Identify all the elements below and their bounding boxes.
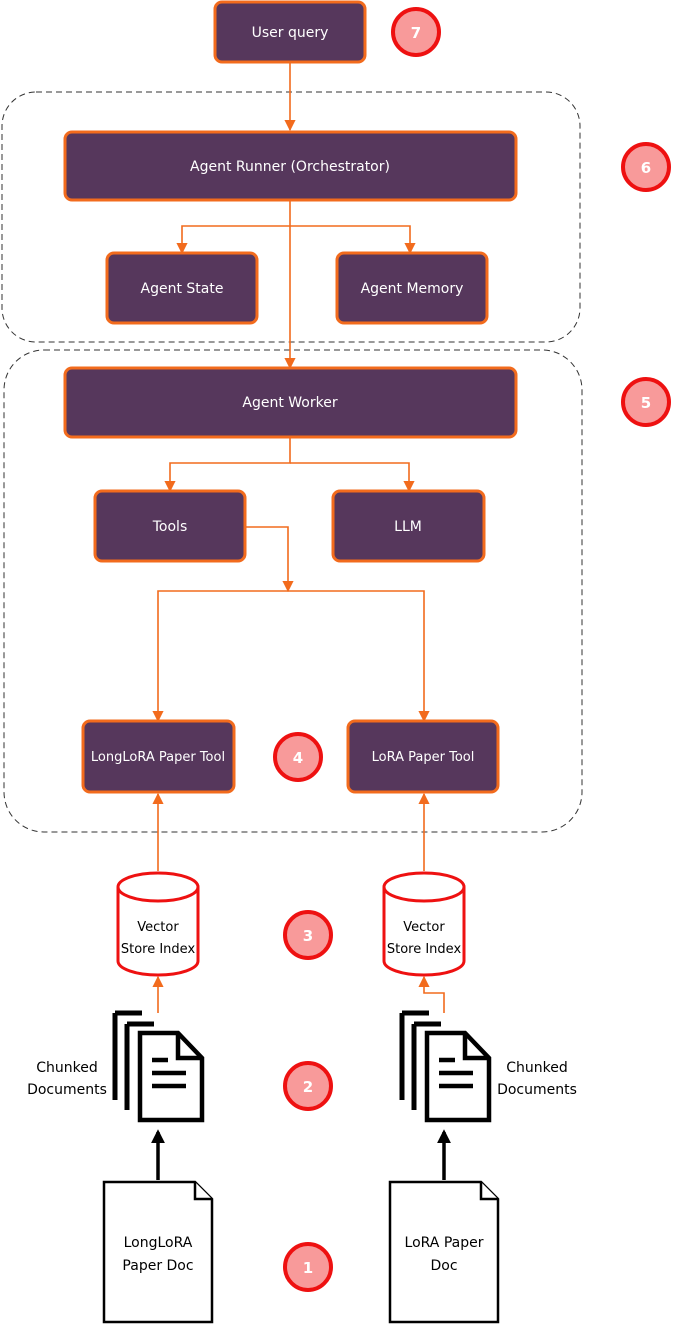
edges <box>152 62 445 1013</box>
node-agent-worker-label: Agent Worker <box>242 395 337 411</box>
step-badge-7: 7 <box>391 7 441 57</box>
chunked-documents-left-line-1: Chunked <box>36 1060 98 1076</box>
step-badge-4-label: 4 <box>293 749 303 767</box>
step-badge-5-label: 5 <box>641 394 651 412</box>
node-agent-runner-label: Agent Runner (Orchestrator) <box>190 159 390 175</box>
node-longlora-paper-tool: LongLoRA Paper Tool <box>81 719 236 794</box>
step-badge-4: 4 <box>273 732 323 782</box>
chunked-documents-right-icon <box>399 1010 492 1123</box>
node-lora-paper-tool: LoRA Paper Tool <box>346 719 500 794</box>
worker-group <box>3 349 583 833</box>
node-agent-memory: Agent Memory <box>335 251 489 325</box>
node-agent-runner: Agent Runner (Orchestrator) <box>63 130 518 202</box>
chunked-documents-right-line-1: Chunked <box>506 1060 568 1076</box>
step-badge-2-label: 2 <box>303 1078 313 1096</box>
node-agent-state-label: Agent State <box>141 281 224 297</box>
node-user-query-label: User query <box>252 25 329 41</box>
step-badge-6: 6 <box>621 142 671 192</box>
longlora-paper-doc-label: LongLoRA Paper Doc <box>122 1235 193 1274</box>
step-badge-6-label: 6 <box>641 159 651 177</box>
step-badge-1: 1 <box>283 1242 333 1292</box>
node-tools: Tools <box>93 489 247 563</box>
edge-junction-to-lora-tool <box>288 590 430 723</box>
node-agent-worker: Agent Worker <box>63 366 518 439</box>
edge-worker-to-llm <box>290 462 415 493</box>
edge-runner-to-memory <box>290 225 416 255</box>
chunked-documents-left-line-2: Documents <box>27 1082 107 1098</box>
vector-store-left-label: Vector Store Index <box>121 920 196 957</box>
step-badge-3: 3 <box>283 910 333 960</box>
node-user-query: User query <box>213 0 367 64</box>
vector-store-right-label: Vector Store Index <box>387 920 462 957</box>
edge-runner-to-state <box>176 225 290 255</box>
edge-right-chunks-to-store <box>418 975 445 1013</box>
vector-store-right <box>382 871 466 977</box>
node-agent-state: Agent State <box>105 251 259 325</box>
chunked-documents-left-icon <box>112 1010 205 1123</box>
longlora-paper-doc-line-1: LongLoRA <box>124 1235 193 1251</box>
lora-paper-doc-line-2: Doc <box>430 1258 457 1274</box>
lora-paper-doc-line-1: LoRA Paper <box>405 1235 484 1251</box>
chunked-documents-right-label: Chunked Documents <box>497 1060 577 1098</box>
longlora-paper-doc <box>102 1180 214 1324</box>
edge-worker-to-tools <box>164 437 291 493</box>
node-llm-label: LLM <box>394 519 422 535</box>
node-llm: LLM <box>331 489 486 563</box>
chunked-documents-right-line-2: Documents <box>497 1082 577 1098</box>
step-badge-1-label: 1 <box>303 1259 313 1277</box>
vector-store-left-line-2: Store Index <box>121 942 196 957</box>
node-longlora-paper-tool-label: LongLoRA Paper Tool <box>91 750 225 765</box>
longlora-paper-doc-line-2: Paper Doc <box>122 1258 193 1274</box>
edge-junction-to-longlora-tool <box>152 590 288 723</box>
node-lora-paper-tool-label: LoRA Paper Tool <box>372 750 475 765</box>
step-badge-5: 5 <box>621 377 671 427</box>
orchestrator-group <box>1 91 581 343</box>
node-tools-label: Tools <box>152 519 188 535</box>
lora-paper-doc <box>388 1180 500 1324</box>
chunked-documents-left-label: Chunked Documents <box>27 1060 107 1098</box>
node-agent-memory-label: Agent Memory <box>361 281 464 297</box>
step-badge-3-label: 3 <box>303 927 313 945</box>
step-badge-2: 2 <box>283 1061 333 1111</box>
vector-store-right-line-2: Store Index <box>387 942 462 957</box>
vector-store-left-line-1: Vector <box>137 920 179 935</box>
vector-store-left <box>116 871 200 977</box>
lora-paper-doc-label: LoRA Paper Doc <box>405 1235 484 1274</box>
vector-store-right-line-1: Vector <box>403 920 445 935</box>
edge-tools-to-junction <box>244 526 294 593</box>
step-badge-7-label: 7 <box>411 24 421 42</box>
